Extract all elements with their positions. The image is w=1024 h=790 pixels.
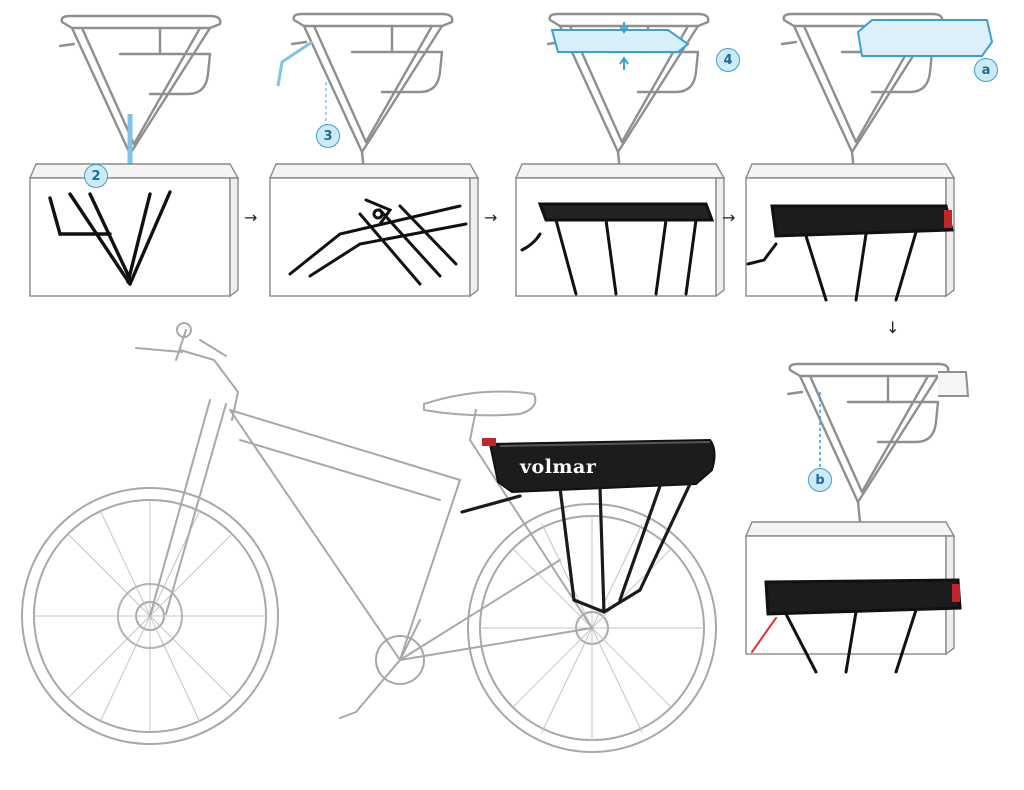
bicycle-drawing (21, 322, 717, 753)
panel-step3 (515, 163, 725, 297)
step-marker-4: 4 (716, 48, 740, 72)
step-marker-b: b (808, 468, 832, 492)
brand-label: volmar (520, 456, 597, 478)
step2-rack-drawing (276, 12, 454, 174)
flow-arrow-glyph: → (484, 208, 498, 227)
step5-rack-drawing (786, 362, 970, 524)
step1-rack-drawing (58, 14, 222, 176)
step-marker-2-label: 2 (91, 168, 101, 184)
step3-rack-drawing (546, 12, 710, 174)
down-arrow-glyph: ↓ (886, 318, 900, 337)
step-marker-a-label: a (981, 62, 991, 78)
step-marker-2: 2 (84, 164, 108, 188)
panel-step2 (269, 163, 479, 297)
bike-rack-with-battery (460, 438, 716, 614)
flow-arrow-icon: → (244, 208, 257, 227)
panel-step1 (29, 163, 239, 297)
step-marker-b-label: b (815, 472, 825, 488)
step-marker-3-label: 3 (323, 128, 333, 144)
panel-step4 (745, 163, 955, 302)
step-marker-a: a (974, 58, 998, 82)
panel-step5 (745, 521, 962, 674)
flow-arrow-icon: → (722, 208, 735, 227)
step-marker-4-label: 4 (723, 52, 733, 68)
step-marker-3: 3 (316, 124, 340, 148)
step4-rack-drawing (780, 12, 994, 174)
flow-arrow-glyph: → (722, 208, 736, 227)
down-arrow-icon: ↓ (886, 318, 899, 337)
flow-arrow-icon: → (484, 208, 497, 227)
flow-arrow-glyph: → (244, 208, 258, 227)
